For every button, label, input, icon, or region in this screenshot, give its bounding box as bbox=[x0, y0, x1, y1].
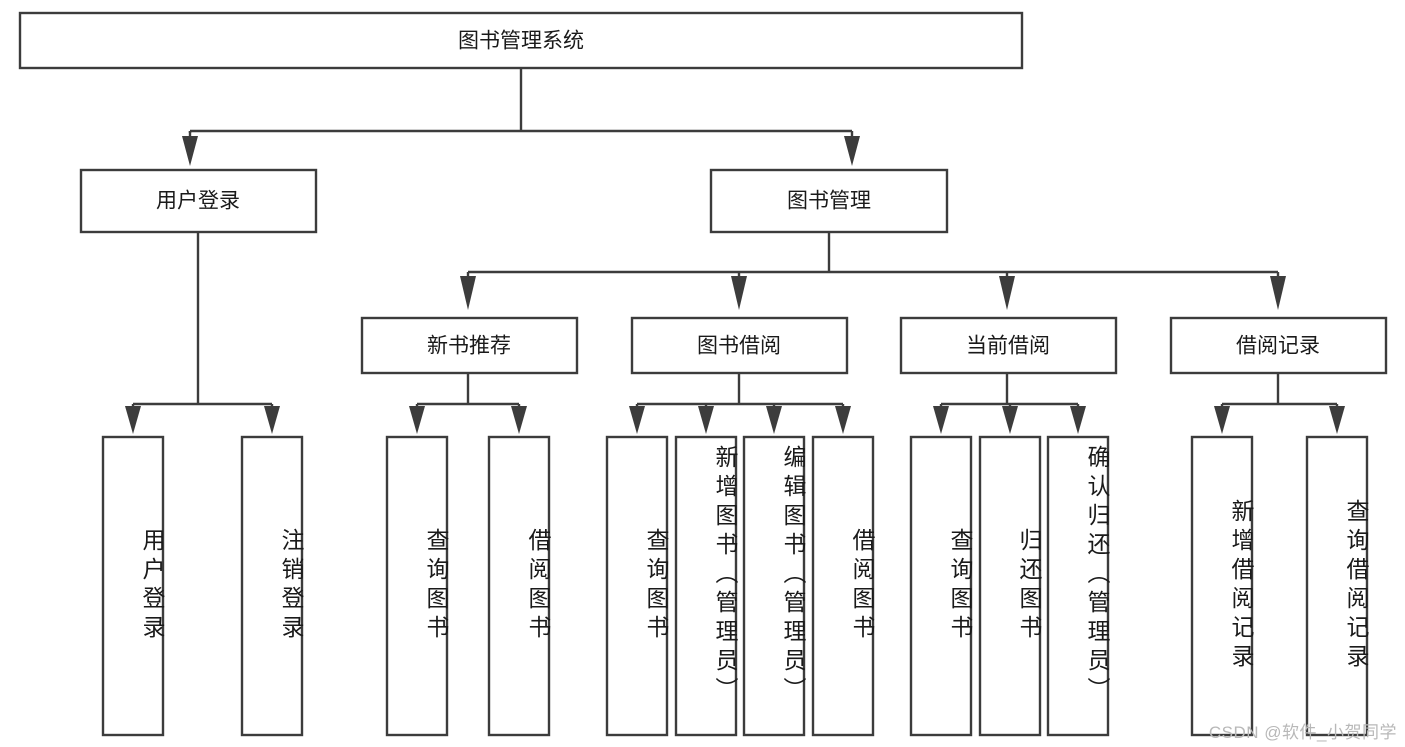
node-leaf-borrow-book-2-box[interactable] bbox=[811, 435, 875, 737]
arrow-head-leaf-borrow-book-2 bbox=[835, 406, 851, 434]
node-leaf-add-record[interactable] bbox=[1190, 435, 1254, 737]
node-leaf-user-login[interactable] bbox=[101, 435, 165, 737]
connector-group-user-login bbox=[125, 232, 280, 434]
node-leaf-add-record-box[interactable] bbox=[1190, 435, 1254, 737]
arrow-head-new-book-recommend bbox=[460, 276, 476, 310]
node-user-login-label: 用户登录 bbox=[156, 190, 240, 213]
node-leaf-query-book-3[interactable] bbox=[909, 435, 973, 737]
node-current-borrow-label: 当前借阅 bbox=[966, 335, 1050, 358]
node-leaf-add-book[interactable] bbox=[674, 435, 738, 737]
node-book-management[interactable]: 图书管理 bbox=[709, 168, 949, 234]
node-borrow-record-label: 借阅记录 bbox=[1236, 335, 1320, 358]
node-leaf-logout-box[interactable] bbox=[240, 435, 304, 737]
arrow-head-leaf-confirm-return bbox=[1070, 406, 1086, 434]
node-book-borrow-box[interactable] bbox=[630, 316, 849, 375]
node-new-book-recommend-box[interactable] bbox=[360, 316, 579, 375]
node-leaf-query-book-2-box[interactable] bbox=[605, 435, 669, 737]
node-borrow-record-box[interactable] bbox=[1169, 316, 1388, 375]
node-leaf-query-book-2[interactable] bbox=[605, 435, 669, 737]
arrow-head-book-management bbox=[844, 136, 860, 166]
node-leaf-query-book-3-box[interactable] bbox=[909, 435, 973, 737]
connector-group-book-borrow bbox=[629, 373, 851, 434]
node-leaf-user-login-box[interactable] bbox=[101, 435, 165, 737]
arrow-head-borrow-record bbox=[1270, 276, 1286, 310]
node-new-book-recommend-label: 新书推荐 bbox=[427, 335, 511, 358]
arrow-head-leaf-add-book bbox=[698, 406, 714, 434]
arrow-head-leaf-query-book-1 bbox=[409, 406, 425, 434]
connector-group-borrow-record bbox=[1214, 373, 1345, 434]
node-borrow-record[interactable]: 借阅记录 bbox=[1169, 316, 1388, 375]
arrow-head-leaf-edit-book bbox=[766, 406, 782, 434]
connector-group-new-book-recommend bbox=[409, 373, 527, 434]
arrow-head-leaf-query-record bbox=[1329, 406, 1345, 434]
node-leaf-query-book-1[interactable] bbox=[385, 435, 449, 737]
node-leaf-logout[interactable] bbox=[240, 435, 304, 737]
node-leaf-add-book-box[interactable] bbox=[674, 435, 738, 737]
connector-group-root bbox=[182, 68, 860, 166]
node-leaf-query-record-box[interactable] bbox=[1305, 435, 1369, 737]
node-leaf-confirm-return-box[interactable] bbox=[1046, 435, 1110, 737]
node-user-login-box[interactable] bbox=[79, 168, 318, 234]
node-leaf-edit-book[interactable] bbox=[742, 435, 806, 737]
node-book-borrow-label: 图书借阅 bbox=[697, 335, 781, 358]
node-leaf-confirm-return[interactable] bbox=[1046, 435, 1110, 737]
node-book-borrow[interactable]: 图书借阅 bbox=[630, 316, 849, 375]
arrow-head-leaf-user-login bbox=[125, 406, 141, 434]
node-leaf-borrow-book-1-box[interactable] bbox=[487, 435, 551, 737]
node-user-login[interactable]: 用户登录 bbox=[79, 168, 318, 234]
node-root-label: 图书管理系统 bbox=[458, 30, 584, 53]
node-root[interactable]: 图书管理系统 bbox=[18, 11, 1024, 70]
node-current-borrow[interactable]: 当前借阅 bbox=[899, 316, 1118, 375]
arrow-head-leaf-logout bbox=[264, 406, 280, 434]
arrow-head-leaf-return-book bbox=[1002, 406, 1018, 434]
arrow-head-user-login bbox=[182, 136, 198, 166]
node-new-book-recommend[interactable]: 新书推荐 bbox=[360, 316, 579, 375]
node-leaf-return-book[interactable] bbox=[978, 435, 1042, 737]
node-book-management-box[interactable] bbox=[709, 168, 949, 234]
node-book-management-label: 图书管理 bbox=[787, 190, 871, 213]
arrow-head-leaf-query-book-3 bbox=[933, 406, 949, 434]
arrow-head-leaf-query-book-2 bbox=[629, 406, 645, 434]
node-leaf-query-record[interactable] bbox=[1305, 435, 1369, 737]
node-leaf-edit-book-box[interactable] bbox=[742, 435, 806, 737]
arrow-head-current-borrow bbox=[999, 276, 1015, 310]
node-current-borrow-box[interactable] bbox=[899, 316, 1118, 375]
arrow-head-leaf-borrow-book-1 bbox=[511, 406, 527, 434]
arrow-head-leaf-add-record bbox=[1214, 406, 1230, 434]
node-leaf-return-book-box[interactable] bbox=[978, 435, 1042, 737]
node-root-box[interactable] bbox=[18, 11, 1024, 70]
node-leaf-borrow-book-1[interactable] bbox=[487, 435, 551, 737]
node-leaf-borrow-book-2[interactable] bbox=[811, 435, 875, 737]
arrow-head-book-borrow bbox=[731, 276, 747, 310]
connector-group-book-management bbox=[460, 232, 1286, 310]
node-leaf-query-book-1-box[interactable] bbox=[385, 435, 449, 737]
connector-group-current-borrow bbox=[933, 373, 1086, 434]
